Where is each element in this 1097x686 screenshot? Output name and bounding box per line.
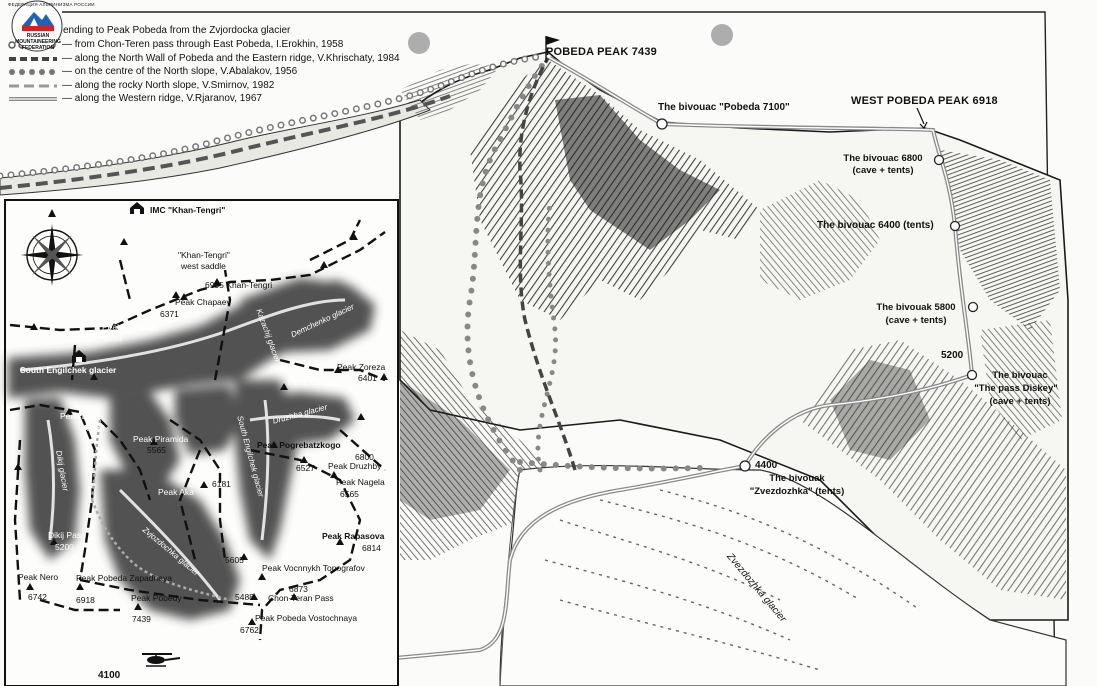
peak-nagela-label: Peak Nagela [336, 477, 385, 487]
peak-rapasova-label: Peak Rapasova [322, 531, 385, 541]
peak-piramida-label: Peak Piramida [133, 434, 189, 444]
alt-6873: 6873 [289, 584, 308, 594]
summit-flag-icon [545, 36, 560, 62]
peak-otkrytij-label: Peak Otkrytij [288, 377, 337, 387]
west-peak-label: WEST POBEDA PEAK 6918 [851, 95, 998, 107]
bivouac-markers [656, 118, 979, 472]
alt-6371: 6371 [160, 309, 179, 319]
peak-gorkogo-label: Peak Gorjkogo [102, 322, 159, 332]
diskey-label-2: "The pass Diskey" [974, 383, 1058, 394]
peak-pobeda-vost-label: Peak Pobeda Vostochnaya [255, 613, 358, 623]
federation-logo [11, 0, 63, 52]
peak-nero-label: Peak Nero [18, 572, 59, 582]
legend-title: ending to Peak Pobeda from the Zvjordock… [63, 25, 291, 36]
zvezdozhka-label-1: The bivouak [769, 473, 825, 484]
bivouac-6800-note: (cave + tents) [852, 165, 914, 176]
peak-druzhby-label: Peak Druzhby [328, 461, 382, 471]
alt-5200-inset: 5200 [55, 542, 74, 552]
peak-pobedy-label: Peak Pobedy [131, 593, 182, 603]
logo-org-line1: RUSSIAN [26, 33, 50, 39]
legend-item-smirnov: — along the rocky North slope, V.Smirnov… [62, 80, 275, 91]
helicopter-icon [142, 653, 181, 667]
south-engilchek-label: South Engilchek glacier [20, 365, 117, 375]
peak-vocnnykh-label: Peak Vocnnykh Topografov [262, 563, 365, 573]
hut-icon [130, 202, 144, 214]
bivouak-5800-note: (cave + tents) [885, 315, 947, 326]
bivouak-5800-label: The bivouak 5800 [876, 302, 956, 313]
summit-label: POBEDA PEAK 7439 [546, 46, 657, 58]
diskey-label-3: (cave + tents) [989, 396, 1051, 407]
chon-teran-label: Chon-Teran Pass [268, 593, 334, 603]
khan-saddle-2: west saddle [181, 261, 226, 271]
punch-hole [408, 32, 430, 54]
alt-6401: 6401 [358, 373, 377, 383]
legend-item-erokhin: — from Chon-Teren pass through East Pobe… [62, 39, 344, 50]
hut-icon [72, 350, 86, 362]
alt-6181: 6181 [212, 479, 231, 489]
altitude-4100: 4100 [98, 670, 121, 681]
alt-5605: 5605 [225, 555, 244, 565]
imc-label: IMC "Khan-Tengri" [150, 205, 226, 215]
peak-triangles [14, 233, 388, 625]
compass-rose-icon [21, 209, 83, 286]
peak-aka-label: Peak Aka [158, 487, 194, 497]
alt-6832: 6832 [86, 423, 105, 433]
diskey-label-1: The bivouac [992, 370, 1048, 381]
logo-org-line3: FEDERATION [21, 45, 55, 51]
logo-org-line2: MOUNTAINEERING [15, 39, 61, 45]
legend-item-khrischaty: — along the North Wall of Pobeda and the… [62, 53, 400, 64]
altitude-4400: 4400 [755, 460, 778, 471]
zvezdozhka-label-2: "Zvezdozhka" (tents) [749, 486, 845, 497]
alt-6814: 6814 [362, 543, 381, 553]
alt-6762: 6762 [240, 625, 259, 635]
logo-arc-text: ФЕДЕРАЦИЯ АЛЬПИНИЗМА РОССИИ [8, 2, 95, 7]
peak-chapaev-label: Peak Chapaev [175, 297, 231, 307]
alt-6527: 6527 [296, 463, 315, 473]
peak-dikij-label: Peak Dikij [60, 411, 98, 421]
legend-item-rjaranov: — along the Western ridge, V.Rjaranov, 1… [62, 93, 262, 104]
peak-pogrebatzkogo-label: Peak Pogrebatzkogo [257, 440, 341, 450]
khan-tengri-label: 6995 Khan-Tengri [205, 280, 273, 290]
alt-5565: 5565 [147, 445, 166, 455]
bivouac-7100-label: The bivouac "Pobeda 7100" [658, 102, 790, 113]
alt-7439: 7439 [132, 614, 151, 624]
khan-saddle-1: "Khan-Tengri" [178, 250, 230, 260]
alt-5488: 5488 [235, 592, 254, 602]
bivouac-6800-label: The bivouac 6800 [843, 153, 923, 164]
peak-zoreza-label: Peak Zoreza [337, 362, 386, 372]
peak-pobeda-zap-label: Peak Pobeda Zapadnaya [76, 573, 172, 583]
bivouac-6400-label: The bivouac 6400 (tents) [817, 220, 934, 231]
alt-6565: 6565 [340, 489, 359, 499]
alt-5664: 5664 [270, 364, 289, 374]
alt-6742: 6742 [28, 592, 47, 602]
alt-6050: 6050 [103, 333, 122, 343]
punch-hole [711, 24, 733, 46]
alt-6918: 6918 [76, 595, 95, 605]
legend-item-abalakov: — on the centre of the North slope, V.Ab… [62, 66, 298, 77]
dikij-pass-label: Dikij Pass [48, 530, 86, 540]
altitude-5200: 5200 [941, 350, 964, 361]
alt-6800: 6800 [355, 452, 374, 462]
